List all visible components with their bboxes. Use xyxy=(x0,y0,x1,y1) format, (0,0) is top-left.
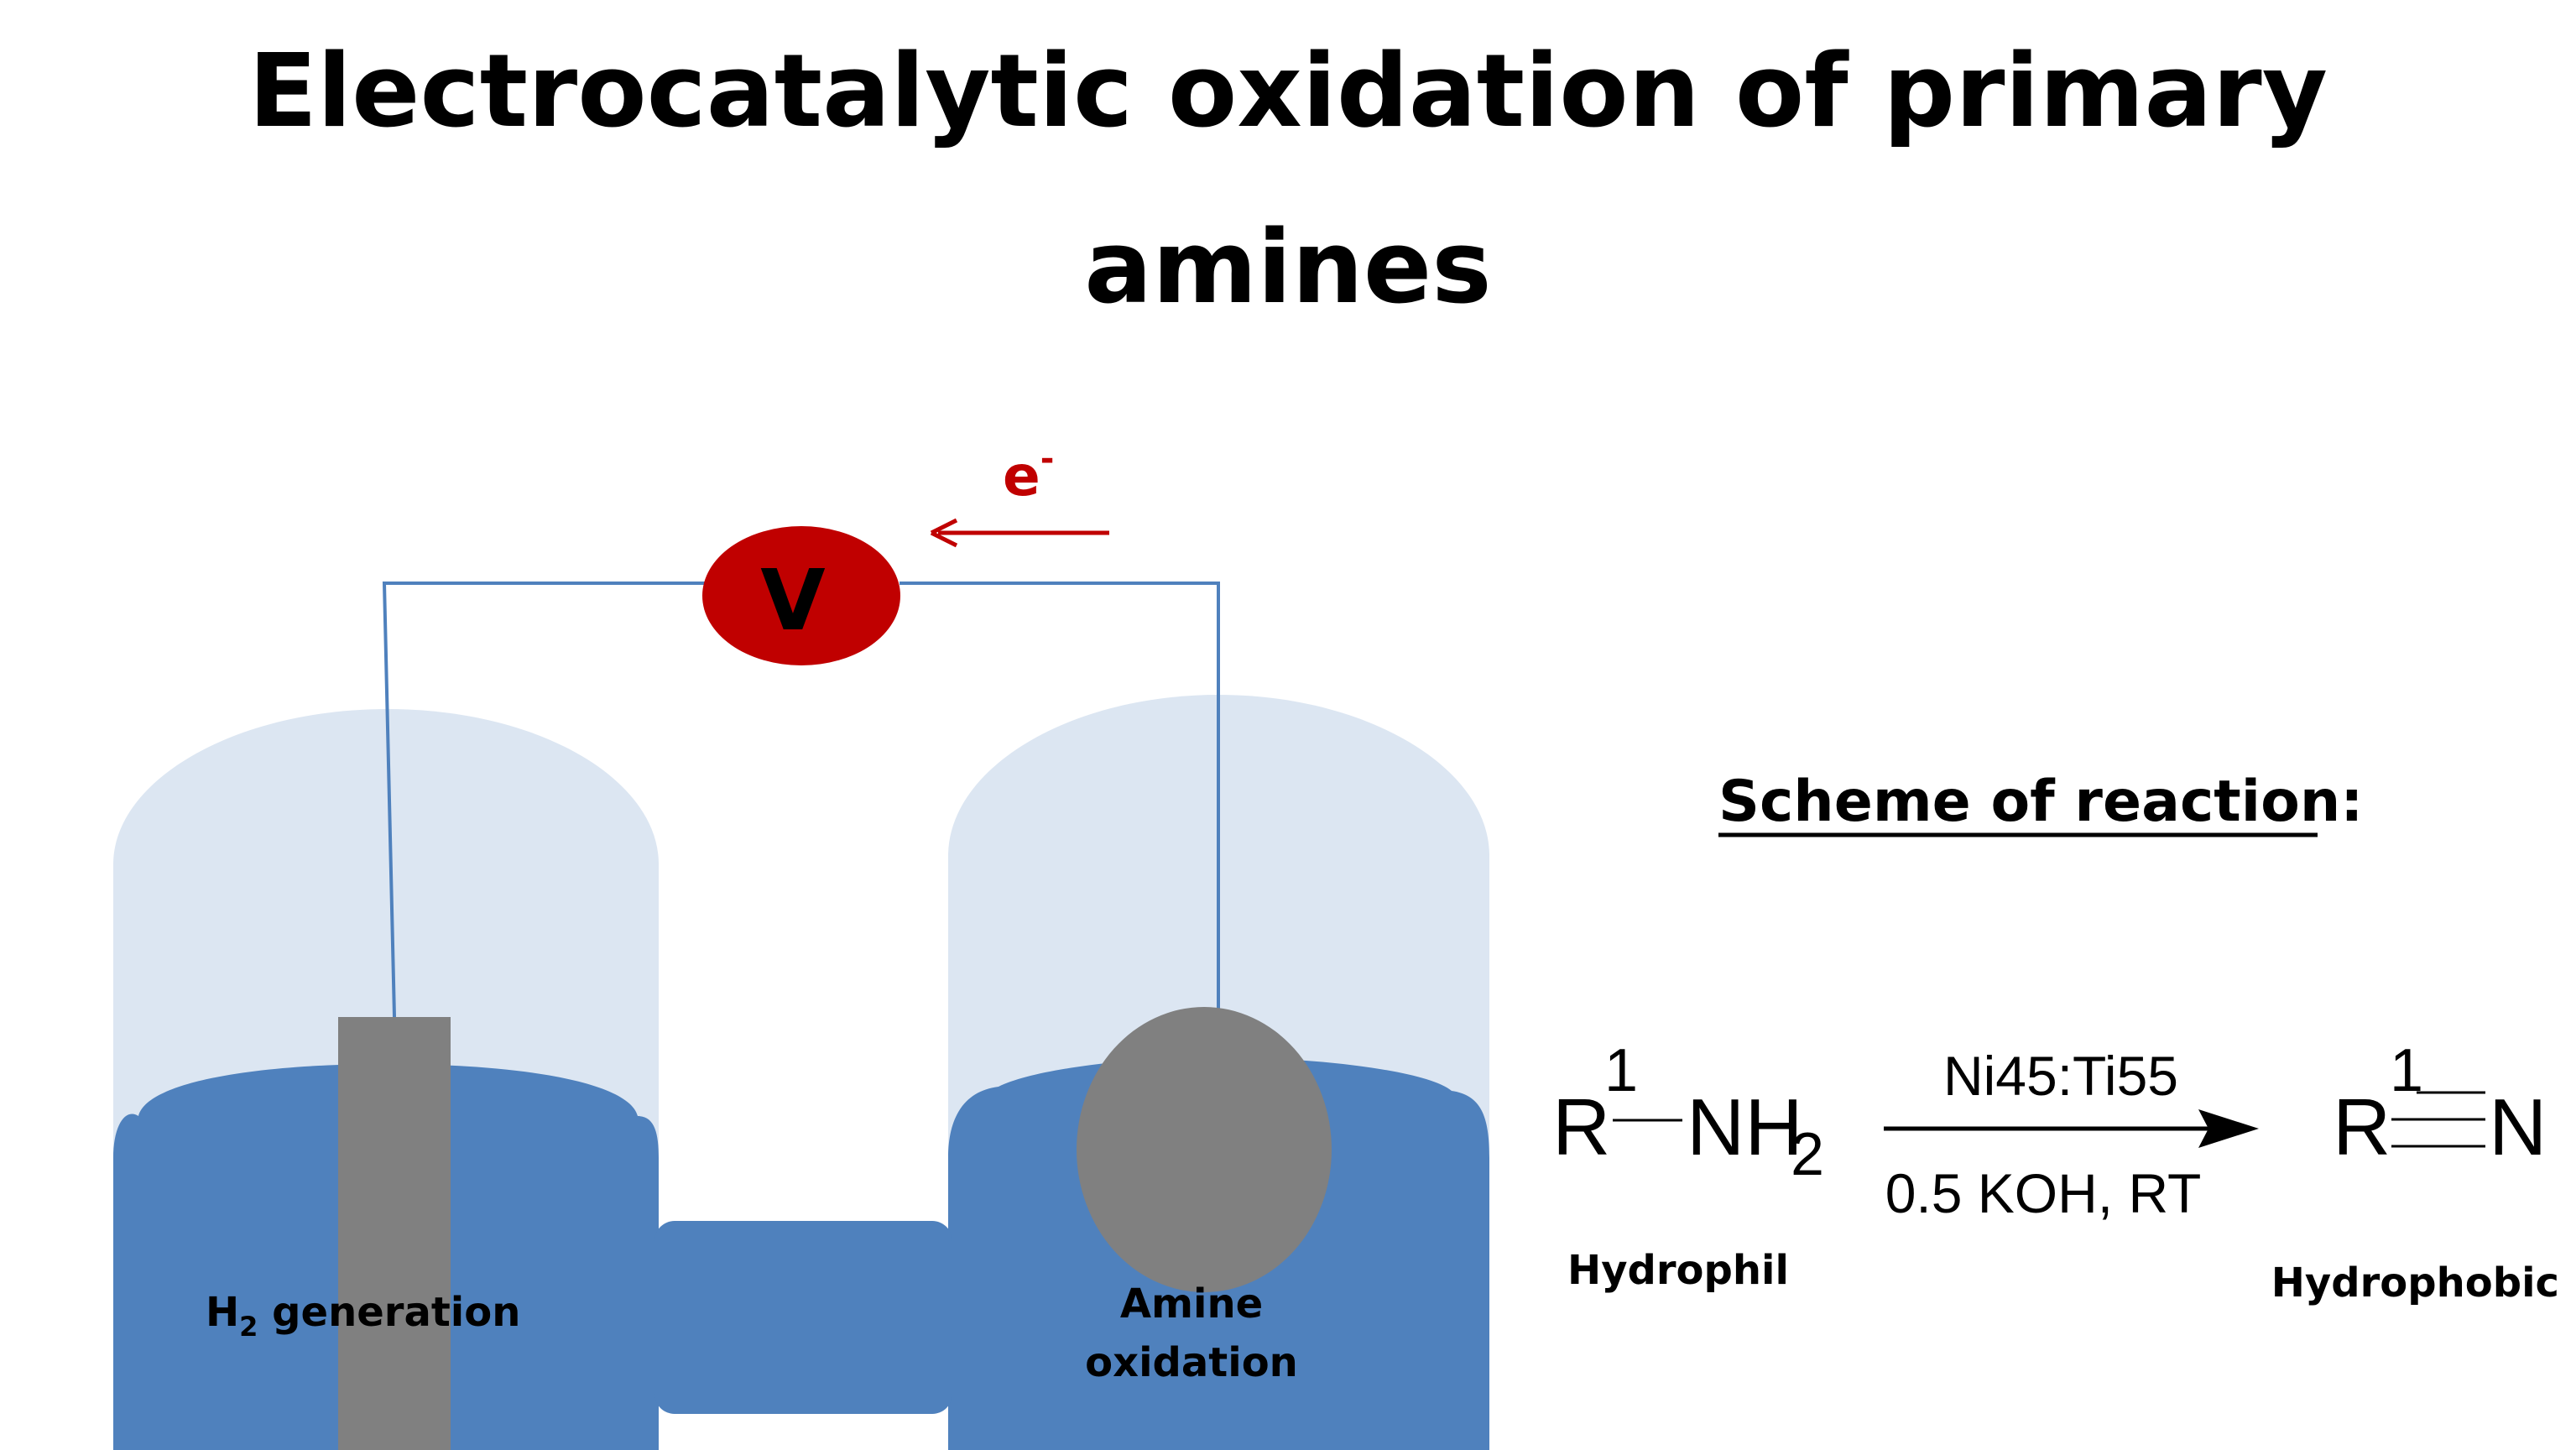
voltmeter-label: V xyxy=(760,551,825,649)
electron-flow: e- xyxy=(930,440,1109,548)
electron-charge: - xyxy=(1040,440,1055,478)
reactant-r: R xyxy=(1552,1082,1610,1172)
voltmeter: V xyxy=(702,526,900,665)
circuit-wires xyxy=(382,582,1220,1018)
product-superscript: 1 xyxy=(2390,1037,2423,1104)
title-line-2: amines xyxy=(1084,210,1491,326)
right-electrode xyxy=(1077,1007,1332,1292)
left-wire xyxy=(382,582,705,1018)
reactant-group: NH xyxy=(1687,1082,1803,1172)
product-structure: R 1 N Hydrophobic xyxy=(2271,1037,2559,1307)
voltmeter-body xyxy=(702,526,900,665)
scheme-heading: Scheme of reaction: xyxy=(1718,769,2363,835)
reaction-catalyst: Ni45:Ti55 xyxy=(1943,1045,2178,1107)
electron-label: e- xyxy=(1003,440,1054,509)
reaction-arrow-icon xyxy=(2198,1109,2259,1148)
reactant-caption: Hydrophil xyxy=(1567,1247,1789,1294)
scheme-heading-group: Scheme of reaction: xyxy=(1718,769,2363,837)
product-group: N xyxy=(2489,1082,2547,1172)
electron-symbol: e xyxy=(1003,444,1040,509)
reaction-medium: 0.5 KOH, RT xyxy=(1885,1162,2202,1224)
left-label-h: H xyxy=(206,1289,239,1336)
reactant-subscript: 2 xyxy=(1791,1121,1824,1188)
electron-arrow-icon xyxy=(930,518,958,548)
left-electrode xyxy=(338,1017,451,1450)
reaction-arrow-group: Ni45:Ti55 0.5 KOH, RT xyxy=(1884,1045,2259,1224)
title-line-1: Electrocatalytic oxidation of primary xyxy=(248,34,2328,150)
product-caption: Hydrophobic xyxy=(2271,1260,2559,1307)
left-label-rest: generation xyxy=(258,1289,520,1336)
reactant-structure: R 1 NH 2 Hydrophil xyxy=(1552,1037,1824,1294)
right-cell-label-line-1: Amine xyxy=(1120,1280,1263,1327)
reactant-superscript: 1 xyxy=(1604,1037,1638,1104)
salt-bridge xyxy=(654,1221,952,1414)
right-cell-label-line-2: oxidation xyxy=(1085,1339,1298,1386)
product-r: R xyxy=(2333,1082,2391,1172)
left-label-subscript: 2 xyxy=(239,1311,258,1343)
left-cell-label: H2 generation xyxy=(206,1289,520,1343)
right-wire xyxy=(900,582,1220,1017)
